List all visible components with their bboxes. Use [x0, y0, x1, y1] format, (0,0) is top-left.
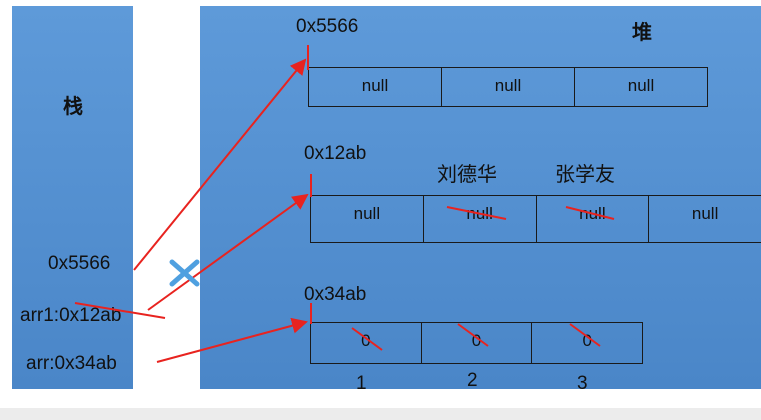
stack-entry-arr1: arr1:0x12ab [20, 305, 122, 326]
strike-old-ref [74, 302, 166, 319]
array-cell: null [309, 68, 442, 106]
array-index-3: 3 [577, 373, 588, 394]
cross-mark [169, 259, 200, 287]
array-cell-struck: 0 [422, 323, 533, 363]
array-cell: null [311, 196, 424, 242]
array-cell-struck: 0 [311, 323, 422, 363]
array-cell: null [627, 76, 655, 95]
heap-array-1: null null null [308, 67, 708, 107]
heap-title: 堆 [632, 20, 652, 44]
heap-array-3: 0 0 0 [310, 322, 643, 364]
array-index-2: 2 [467, 370, 478, 391]
stack-panel [12, 6, 133, 389]
stack-title: 栈 [63, 94, 83, 118]
array-cell-struck: 0 [582, 331, 592, 350]
strike-zero [457, 323, 489, 347]
stack-entry-ref: 0x5566 [48, 253, 111, 274]
heap-address-1: 0x5566 [296, 16, 359, 37]
array-index-1: 1 [356, 373, 367, 394]
assigned-name-1: 刘德华 [437, 162, 497, 186]
strike-zero [351, 327, 383, 351]
reference-arrow-2 [147, 193, 309, 311]
reference-arrow-3 [156, 317, 308, 363]
heap-address-2: 0x12ab [304, 143, 367, 164]
array-cell: null [691, 204, 719, 223]
array-cell: null [442, 68, 575, 106]
heap-address-3: 0x34ab [304, 284, 367, 305]
stack-entry-arr: arr:0x34ab [26, 353, 117, 374]
strike-null [446, 206, 507, 220]
reference-arrow-1 [133, 58, 307, 271]
bottom-strip [0, 408, 761, 420]
assigned-name-2: 张学友 [555, 162, 615, 186]
strike-null [565, 206, 615, 220]
strike-zero [569, 323, 601, 347]
